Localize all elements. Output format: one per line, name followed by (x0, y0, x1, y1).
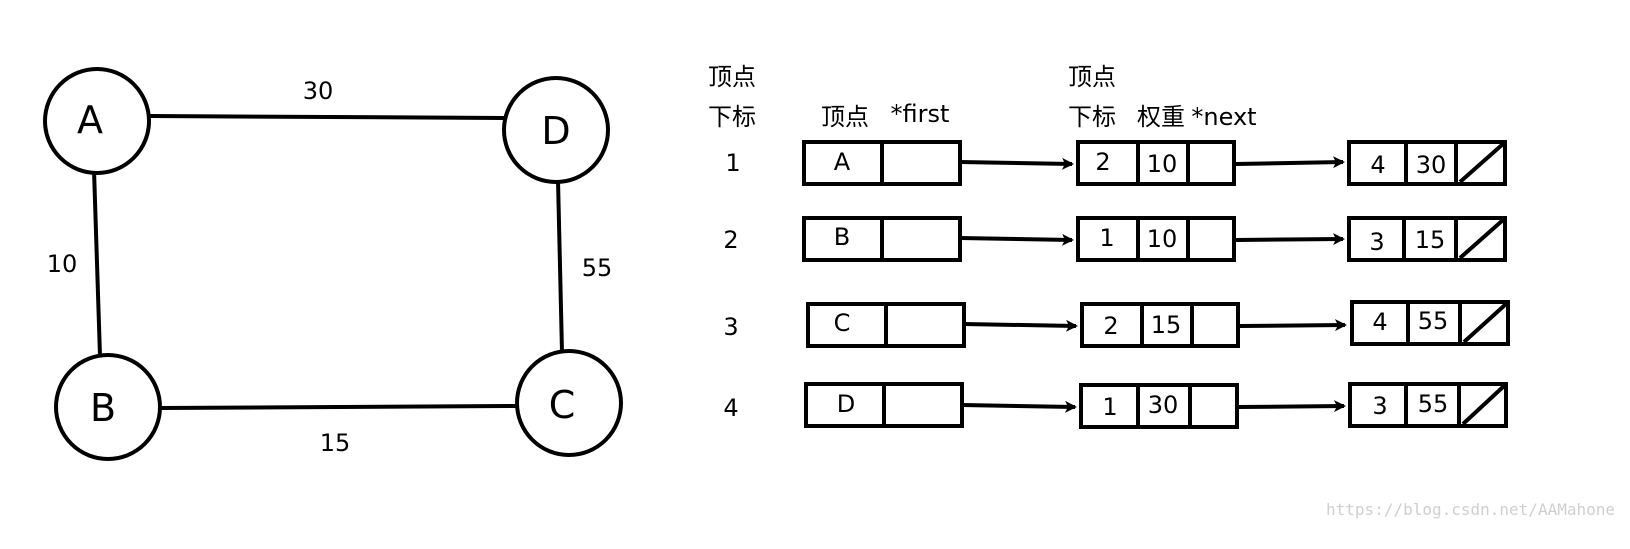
watermark: https://blog.csdn.net/AAMahone (1326, 500, 1615, 519)
node-circle (502, 76, 610, 184)
edge-weight-value: 30 (1416, 151, 1447, 179)
edge-vertex-index: 3 (1369, 228, 1384, 256)
edge-node (1348, 382, 1508, 428)
vertex-value: C (834, 309, 851, 337)
edge-node (1080, 302, 1240, 348)
null-pointer-slash (1458, 142, 1505, 184)
edge-a-b (92, 169, 102, 357)
next-pointer-arrow (1239, 319, 1347, 332)
null-pointer-slash (1461, 384, 1506, 426)
node-circle (515, 349, 623, 457)
edge-a-d (149, 114, 505, 120)
adjacency-row: 1 A 2 10 4 30 (725, 140, 1507, 186)
first-pointer-arrow (959, 233, 1074, 246)
edge-weight-value: 15 (1415, 226, 1446, 254)
edge-weight-d-c: 55 (582, 254, 613, 282)
graph: 30 10 55 15 A D B C (43, 67, 623, 461)
null-pointer-slash (1462, 302, 1508, 344)
header-vertex: 顶点 (821, 103, 869, 131)
header-weight: 权重 (1137, 103, 1185, 131)
edge-weight-value: 15 (1151, 311, 1182, 339)
first-pointer-arrow (959, 157, 1074, 170)
edge-vertex-index: 2 (1103, 312, 1118, 340)
vertex-value: D (837, 390, 855, 418)
row-index: 4 (723, 394, 738, 422)
adjacency-row: 4 D 1 30 3 55 (723, 382, 1508, 429)
row-index: 1 (725, 149, 740, 177)
graph-node-b: B (54, 353, 162, 461)
table-headers: 顶点 下标 顶点 *first 顶点 下标 权重 *next (708, 63, 1257, 131)
edge-weight-value: 10 (1147, 150, 1178, 178)
header-first: *first (891, 100, 950, 128)
node-circle (54, 353, 162, 461)
adjacency-row: 2 B 1 10 3 15 (723, 216, 1507, 262)
edge-vertex-index: 1 (1102, 393, 1117, 421)
first-pointer-arrow (961, 400, 1077, 413)
header-index-line1: 顶点 (708, 63, 756, 91)
edge-vertex-index: 2 (1095, 148, 1110, 176)
edge-node (1076, 140, 1236, 186)
edge-weight-value: 10 (1147, 225, 1178, 253)
edge-d-c (556, 179, 564, 353)
node-label: D (541, 109, 570, 153)
edge-vertex-index: 3 (1372, 392, 1387, 420)
edge-node (1076, 216, 1236, 262)
node-circle (43, 67, 151, 175)
node-label: A (77, 98, 103, 142)
edge-vertex-index: 4 (1372, 308, 1387, 336)
edge-vertex-index: 1 (1099, 224, 1114, 252)
node-label: C (549, 383, 576, 427)
first-pointer-arrow (963, 319, 1078, 332)
edge-weight-a-d: 30 (303, 77, 334, 105)
graph-node-c: C (515, 349, 623, 457)
edge-b-c (159, 404, 517, 410)
next-pointer-arrow (1235, 156, 1345, 169)
row-index: 3 (723, 313, 738, 341)
edge-weight-b-c: 15 (320, 429, 351, 457)
edge-node (1350, 300, 1510, 346)
row-index: 2 (723, 226, 738, 254)
header-edge-index-line2: 下标 (1068, 103, 1116, 131)
null-pointer-slash (1458, 218, 1505, 260)
vertex-value: A (834, 148, 851, 176)
header-edge-index-line1: 顶点 (1068, 63, 1116, 91)
node-label: B (90, 386, 116, 430)
header-index-line2: 下标 (708, 103, 756, 131)
edge-node (1079, 383, 1239, 429)
edge-weight-value: 55 (1418, 307, 1449, 335)
next-pointer-arrow (1235, 233, 1345, 246)
graph-node-d: D (502, 76, 610, 184)
next-pointer-arrow (1237, 400, 1346, 413)
edge-vertex-index: 4 (1370, 151, 1385, 179)
edge-weight-value: 30 (1148, 391, 1179, 419)
adjacency-row: 3 C 2 15 4 55 (723, 300, 1510, 348)
vertex-value: B (834, 223, 850, 251)
edge-weight-a-b: 10 (47, 250, 78, 278)
edge-weight-value: 55 (1418, 390, 1449, 418)
graph-node-a: A (43, 67, 151, 175)
header-next: *next (1191, 103, 1256, 131)
